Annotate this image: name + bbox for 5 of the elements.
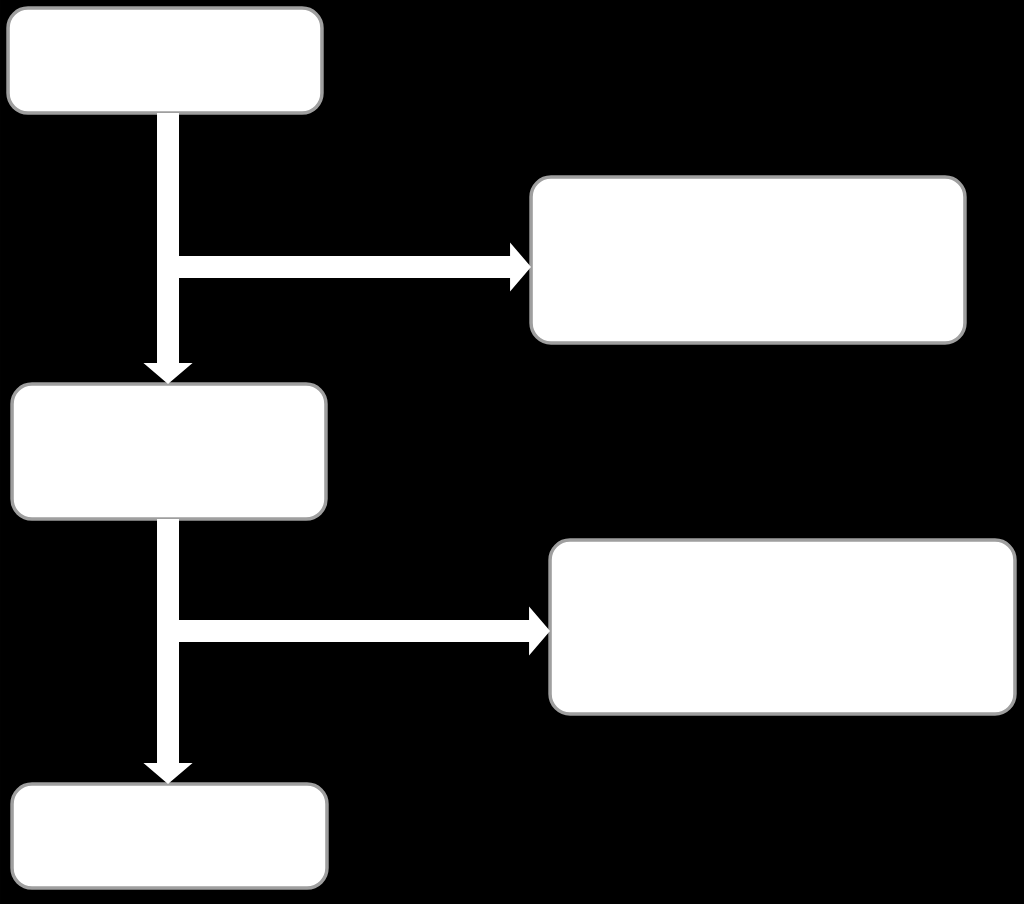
process-box — [548, 538, 1017, 716]
process-box — [10, 782, 329, 890]
process-box — [529, 175, 967, 345]
process-box — [6, 6, 324, 115]
process-box — [10, 382, 328, 521]
